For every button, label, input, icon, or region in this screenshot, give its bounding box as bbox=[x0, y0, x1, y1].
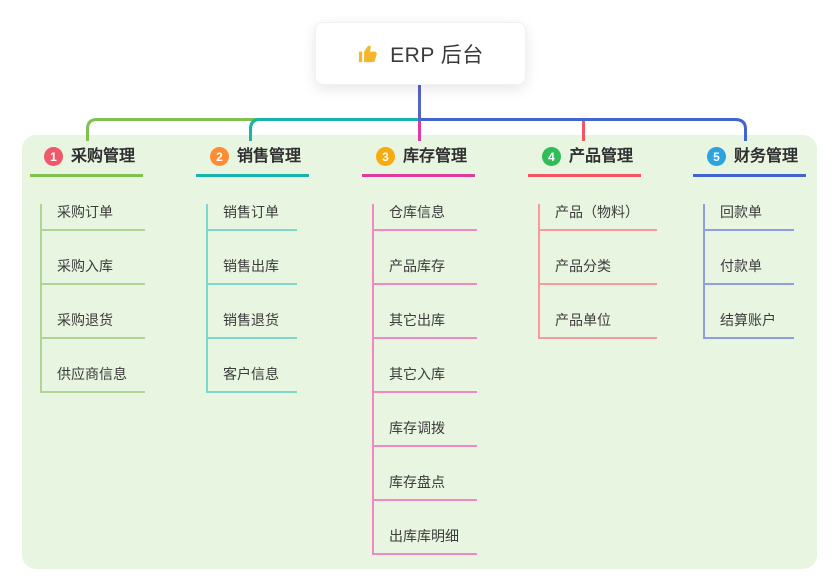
child-node[interactable]: 产品库存 bbox=[374, 258, 477, 285]
branch-label: 财务管理 bbox=[734, 148, 799, 165]
child-node[interactable]: 采购入库 bbox=[42, 258, 145, 285]
child-node[interactable]: 产品（物料） bbox=[540, 204, 657, 231]
child-node[interactable]: 产品分类 bbox=[540, 258, 657, 285]
child-node[interactable]: 客户信息 bbox=[208, 366, 297, 393]
branch-number-badge: 5 bbox=[707, 147, 726, 166]
branch-children: 回款单付款单结算账户 bbox=[703, 204, 794, 339]
child-node[interactable]: 库存调拨 bbox=[374, 420, 477, 447]
branch-node-product: 4 产品管理 产品（物料） 产品分类产品单位 bbox=[528, 146, 657, 339]
branch-label: 采购管理 bbox=[71, 148, 136, 165]
child-node[interactable]: 结算账户 bbox=[705, 312, 794, 339]
branch-label: 销售管理 bbox=[237, 148, 302, 165]
branch-children: 采购订单采购入库采购退货供应商信息 bbox=[40, 204, 145, 393]
root-node[interactable]: ERP 后台 bbox=[315, 22, 526, 85]
child-node[interactable]: 采购订单 bbox=[42, 204, 145, 231]
child-node[interactable]: 其它入库 bbox=[374, 366, 477, 393]
child-node[interactable]: 产品单位 bbox=[540, 312, 657, 339]
branch-node-finance: 5 财务管理 回款单付款单结算账户 bbox=[693, 146, 807, 339]
child-node[interactable]: 销售出库 bbox=[208, 258, 297, 285]
thumbs-up-icon bbox=[359, 45, 377, 63]
child-node[interactable]: 销售退货 bbox=[208, 312, 297, 339]
branch-header[interactable]: 1 采购管理 bbox=[30, 146, 144, 177]
branch-children: 仓库信息产品库存其它出库其它入库库存调拨库存盘点出库库明细 bbox=[372, 204, 477, 555]
branch-children: 销售订单销售出库销售退货客户信息 bbox=[206, 204, 297, 393]
child-node[interactable]: 回款单 bbox=[705, 204, 794, 231]
branch-header[interactable]: 5 财务管理 bbox=[693, 146, 807, 177]
branch-header[interactable]: 4 产品管理 bbox=[528, 146, 642, 177]
branch-number-badge: 1 bbox=[44, 147, 63, 166]
branch-node-purchase: 1 采购管理 采购订单采购入库采购退货供应商信息 bbox=[30, 146, 145, 393]
child-node[interactable]: 库存盘点 bbox=[374, 474, 477, 501]
child-node[interactable]: 供应商信息 bbox=[42, 366, 145, 393]
child-node[interactable]: 采购退货 bbox=[42, 312, 145, 339]
child-node[interactable]: 付款单 bbox=[705, 258, 794, 285]
branch-node-inventory: 3 库存管理 仓库信息产品库存其它出库其它入库库存调拨库存盘点出库库明细 bbox=[362, 146, 477, 555]
branch-number-badge: 4 bbox=[542, 147, 561, 166]
child-node[interactable]: 出库库明细 bbox=[374, 528, 477, 555]
branch-label: 产品管理 bbox=[569, 148, 634, 165]
child-node[interactable]: 仓库信息 bbox=[374, 204, 477, 231]
child-node[interactable]: 其它出库 bbox=[374, 312, 477, 339]
root-label: ERP 后台 bbox=[390, 43, 484, 67]
branch-label: 库存管理 bbox=[403, 148, 468, 165]
branch-children: 产品（物料） 产品分类产品单位 bbox=[538, 204, 657, 339]
child-node[interactable]: 销售订单 bbox=[208, 204, 297, 231]
branch-number-badge: 3 bbox=[376, 147, 395, 166]
branch-node-sales: 2 销售管理 销售订单销售出库销售退货客户信息 bbox=[196, 146, 310, 393]
branches-panel bbox=[22, 135, 817, 569]
branch-header[interactable]: 3 库存管理 bbox=[362, 146, 476, 177]
branch-header[interactable]: 2 销售管理 bbox=[196, 146, 310, 177]
branch-number-badge: 2 bbox=[210, 147, 229, 166]
